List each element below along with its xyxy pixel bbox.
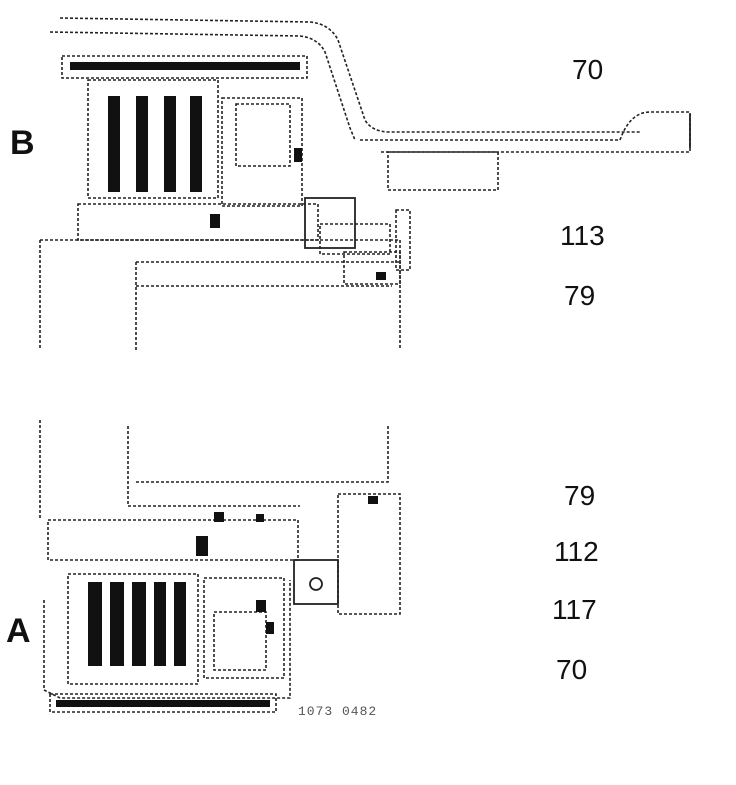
ring-seal-a bbox=[368, 496, 378, 504]
clutch-disc-a5 bbox=[174, 582, 186, 666]
seal-a2 bbox=[214, 512, 224, 522]
hub-body-b bbox=[77, 203, 319, 241]
clutch-disc-a4 bbox=[154, 582, 166, 666]
clutch-pack-housing-b bbox=[87, 79, 219, 199]
piston-chamber-b bbox=[235, 103, 291, 167]
housing-inner-b bbox=[49, 31, 356, 141]
figure-code: 1073 0482 bbox=[298, 704, 378, 719]
callout-a-117: 117 bbox=[552, 594, 597, 625]
bearing-a bbox=[293, 559, 339, 605]
bottom-plate-a bbox=[56, 700, 270, 707]
assembly-a bbox=[39, 420, 401, 713]
clutch-pack-housing-a bbox=[67, 573, 199, 685]
callout-b-70: 70 bbox=[572, 54, 604, 85]
bottom-plate-frame-a bbox=[49, 693, 277, 713]
seal-a5 bbox=[266, 622, 274, 634]
bearing-ball-a bbox=[309, 577, 323, 591]
seal-a1 bbox=[196, 536, 208, 556]
ring-b bbox=[343, 251, 401, 285]
section-label-a: A bbox=[6, 612, 31, 650]
ring-seal-b bbox=[376, 272, 386, 280]
clutch-disc-b2 bbox=[136, 96, 148, 192]
clutch-disc-a1 bbox=[88, 582, 102, 666]
clutch-disc-a2 bbox=[110, 582, 124, 666]
clutch-disc-b4 bbox=[190, 96, 202, 192]
output-shaft-b bbox=[360, 111, 691, 153]
piston-b bbox=[221, 97, 303, 207]
piston-chamber-a bbox=[213, 611, 267, 671]
callout-b-79: 79 bbox=[564, 280, 596, 311]
seal-a4 bbox=[256, 600, 266, 612]
drum-a bbox=[39, 420, 389, 520]
seal-a3 bbox=[256, 514, 264, 522]
bush-b bbox=[319, 223, 391, 255]
top-plate-frame-b bbox=[61, 55, 308, 79]
section-label-b: B bbox=[10, 124, 35, 162]
callout-a-70: 70 bbox=[556, 654, 588, 685]
housing-outline-b bbox=[59, 17, 640, 133]
clutch-disc-b3 bbox=[164, 96, 176, 192]
assembly-b bbox=[39, 17, 691, 350]
callout-b-113: 113 bbox=[560, 220, 605, 251]
housing-outline-a bbox=[43, 580, 291, 699]
seal-b2 bbox=[210, 214, 220, 228]
callout-a-79: 79 bbox=[564, 480, 596, 511]
seal-b1 bbox=[294, 148, 302, 162]
clutch-disc-a3 bbox=[132, 582, 146, 666]
callout-a-112: 112 bbox=[554, 536, 599, 567]
bush-plate-b bbox=[395, 209, 411, 271]
bearing-b bbox=[304, 197, 356, 249]
hub-body-a bbox=[47, 519, 299, 561]
hub-b bbox=[387, 151, 499, 191]
ring-a bbox=[337, 493, 401, 615]
drum-b bbox=[39, 239, 401, 350]
piston-a bbox=[203, 577, 285, 679]
top-plate-b bbox=[70, 62, 300, 70]
clutch-disc-b1 bbox=[108, 96, 120, 192]
